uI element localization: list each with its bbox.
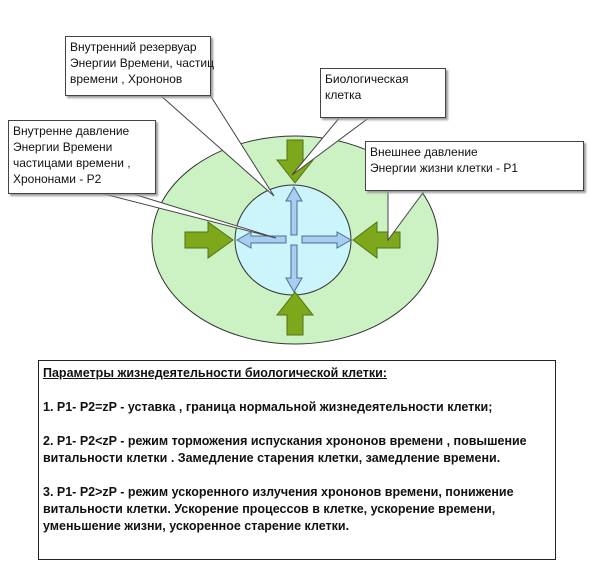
green-arrow-down-icon bbox=[275, 139, 315, 184]
inner-pressure-callout: Внутренне давление Энергии Времени части… bbox=[8, 120, 156, 194]
reservoir-callout: Внутренний резервуар Энергии Времени, ча… bbox=[65, 36, 214, 96]
parameter-item: 3. P1- P2>zP - режим ускоренного излучен… bbox=[43, 485, 514, 533]
callout-line: Хрононами - P2 bbox=[13, 172, 102, 186]
callout-line: Биологическая bbox=[325, 72, 409, 86]
green-arrow-left-icon bbox=[352, 221, 401, 259]
blue-arrow-left-icon bbox=[235, 231, 287, 249]
callout-line: частицами времени , bbox=[13, 156, 131, 170]
parameter-item: 2. P1- P2<zP - режим торможения испускан… bbox=[43, 434, 527, 465]
callout-line: Внешнее давление bbox=[370, 145, 478, 159]
outer-pressure-callout: Внешнее давление Энергии жизни клетки - … bbox=[365, 141, 584, 191]
callout-line: клетка bbox=[325, 88, 362, 102]
green-arrow-up-icon bbox=[275, 291, 315, 336]
blue-arrow-up-icon bbox=[285, 185, 303, 236]
callout-line: Внутренне давление bbox=[13, 124, 130, 138]
callout-line: Энергии жизни клетки - P1 bbox=[370, 161, 519, 175]
parameter-item: 1. P1- P2=zP - уставка , граница нормаль… bbox=[43, 400, 493, 414]
cell-callout: Биологическая клетка bbox=[320, 68, 446, 118]
blue-arrow-down-icon bbox=[285, 244, 303, 294]
callout-line: Энергии Времени, частиц bbox=[70, 56, 214, 70]
blue-arrow-right-icon bbox=[301, 231, 353, 249]
parameters-title: Параметры жизнедеятельности биологическо… bbox=[43, 366, 387, 380]
callout-line: времени , Хрононов bbox=[70, 72, 183, 86]
green-arrow-right-icon bbox=[184, 221, 234, 259]
parameters-box: Параметры жизнедеятельности биологическо… bbox=[38, 360, 556, 560]
callout-line: Энергии Времени bbox=[13, 140, 113, 154]
callout-line: Внутренний резервуар bbox=[70, 40, 197, 54]
